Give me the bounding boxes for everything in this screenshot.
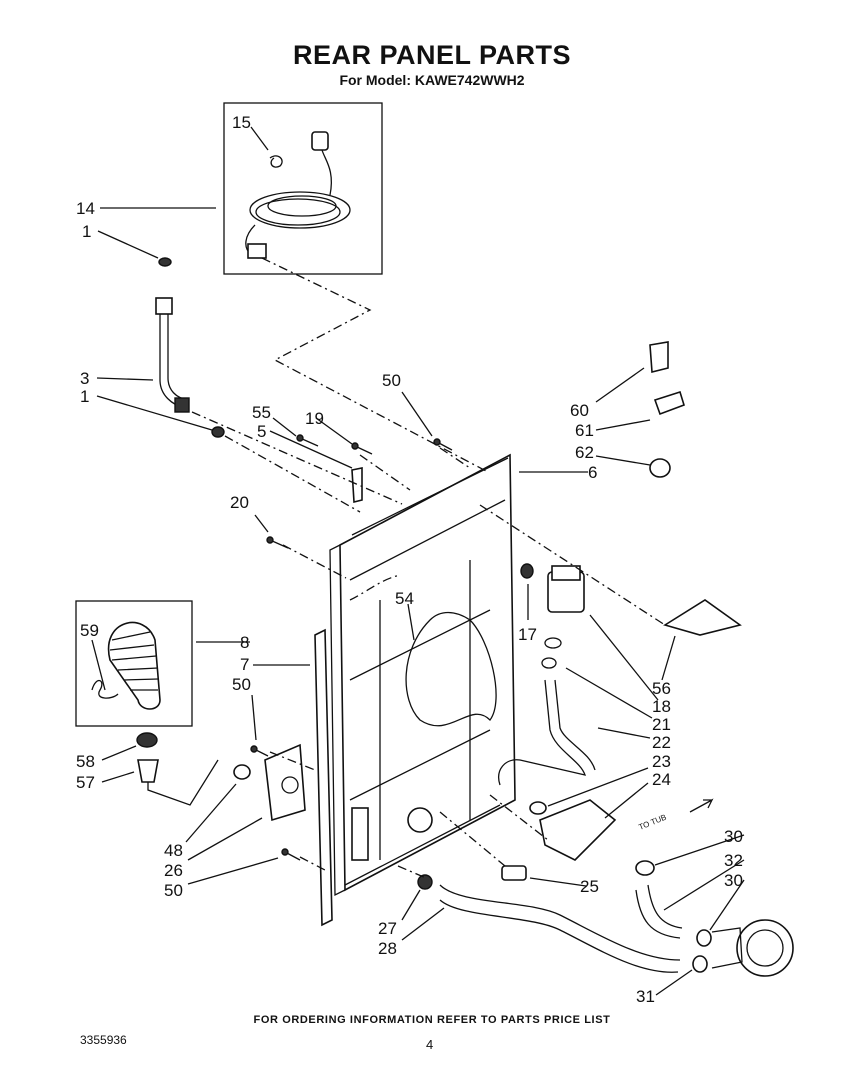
drain-hose-box bbox=[75, 600, 193, 727]
power-cord-box bbox=[223, 102, 383, 275]
pressure-switch-part bbox=[520, 563, 585, 669]
fill-hose-part bbox=[155, 297, 190, 413]
callout-7: 7 bbox=[240, 655, 249, 674]
pressure-hose-part bbox=[498, 679, 586, 786]
callout-21: 21 bbox=[652, 715, 671, 734]
guide-lines bbox=[191, 257, 666, 879]
callout-26: 26 bbox=[164, 861, 183, 880]
drain-pump-bracket-part bbox=[264, 743, 306, 822]
callout-30: 30 bbox=[724, 871, 743, 890]
callout-28: 28 bbox=[378, 939, 397, 958]
callout-19: 19 bbox=[305, 409, 324, 428]
washer-1-part bbox=[211, 426, 225, 438]
callout-50-mid: 50 bbox=[232, 675, 251, 694]
clamp-58-part bbox=[136, 732, 158, 748]
valve-24-part bbox=[539, 799, 617, 861]
document-number: 3355936 bbox=[80, 1033, 127, 1047]
rear-panel bbox=[329, 453, 516, 897]
callout-56: 56 bbox=[652, 679, 671, 698]
to-tub-label: TO TUB bbox=[637, 813, 667, 832]
leader-lines bbox=[91, 126, 745, 996]
callout-20: 20 bbox=[230, 493, 249, 512]
clamp-23-part bbox=[529, 801, 547, 815]
callout-23: 23 bbox=[652, 752, 671, 771]
callout-48: 48 bbox=[164, 841, 183, 860]
callout-59: 59 bbox=[80, 621, 99, 640]
callout-32: 32 bbox=[724, 851, 743, 870]
page-title: REAR PANEL PARTS bbox=[292, 40, 572, 70]
callout-25: 25 bbox=[580, 877, 599, 896]
ordering-note: FOR ORDERING INFORMATION REFER TO PARTS … bbox=[253, 1014, 611, 1026]
part-62 bbox=[649, 458, 671, 478]
callout-5: 5 bbox=[257, 422, 266, 441]
callout-17: 17 bbox=[518, 625, 537, 644]
tub-pump-part bbox=[711, 919, 794, 977]
clamp-48-part bbox=[233, 764, 251, 780]
callout-60: 60 bbox=[570, 401, 589, 420]
callout-24: 24 bbox=[652, 770, 671, 789]
washer-1-top-part bbox=[158, 257, 172, 267]
callout-1-top: 1 bbox=[82, 222, 91, 241]
page-number: 4 bbox=[426, 1037, 434, 1052]
drain-hose-28-part bbox=[439, 884, 681, 961]
callout-50-bottom: 50 bbox=[164, 881, 183, 900]
callout-18: 18 bbox=[652, 697, 671, 716]
bracket-part bbox=[663, 599, 742, 636]
coupling-57-part bbox=[137, 759, 159, 783]
callout-61: 61 bbox=[575, 421, 594, 440]
callout-22: 22 bbox=[652, 733, 671, 752]
callout-8: 8 bbox=[240, 633, 249, 652]
side-rail-part bbox=[314, 628, 333, 927]
power-cord-part bbox=[245, 131, 351, 259]
callout-31: 31 bbox=[636, 987, 655, 1006]
callout-62: 62 bbox=[575, 443, 594, 462]
tub-hose-32-part bbox=[635, 889, 681, 939]
part-61 bbox=[653, 390, 685, 416]
clamp-30-part bbox=[696, 929, 712, 947]
model-subtitle: For Model: KAWE742WWH2 bbox=[339, 72, 525, 88]
callout-1: 1 bbox=[80, 387, 89, 406]
callout-54: 54 bbox=[395, 589, 414, 608]
part-25 bbox=[501, 865, 527, 881]
callout-15: 15 bbox=[232, 113, 251, 132]
callout-30-top: 30 bbox=[724, 827, 743, 846]
clamp-27-part bbox=[417, 874, 433, 890]
callout-6: 6 bbox=[588, 463, 597, 482]
clip-5-part bbox=[351, 467, 363, 504]
callout-50-top: 50 bbox=[382, 371, 401, 390]
clamp-30-top-part bbox=[635, 860, 655, 876]
drain-hose-part bbox=[91, 621, 161, 710]
part-60 bbox=[649, 341, 669, 374]
callout-14: 14 bbox=[76, 199, 95, 218]
clamp-31-part bbox=[692, 955, 708, 973]
callout-57: 57 bbox=[76, 773, 95, 792]
callout-3: 3 bbox=[80, 369, 89, 388]
callout-27: 27 bbox=[378, 919, 397, 938]
callout-labels: 15 14 1 3 1 55 5 19 50 60 61 62 6 20 54 … bbox=[76, 113, 743, 1006]
callout-55: 55 bbox=[252, 403, 271, 422]
callout-58: 58 bbox=[76, 752, 95, 771]
